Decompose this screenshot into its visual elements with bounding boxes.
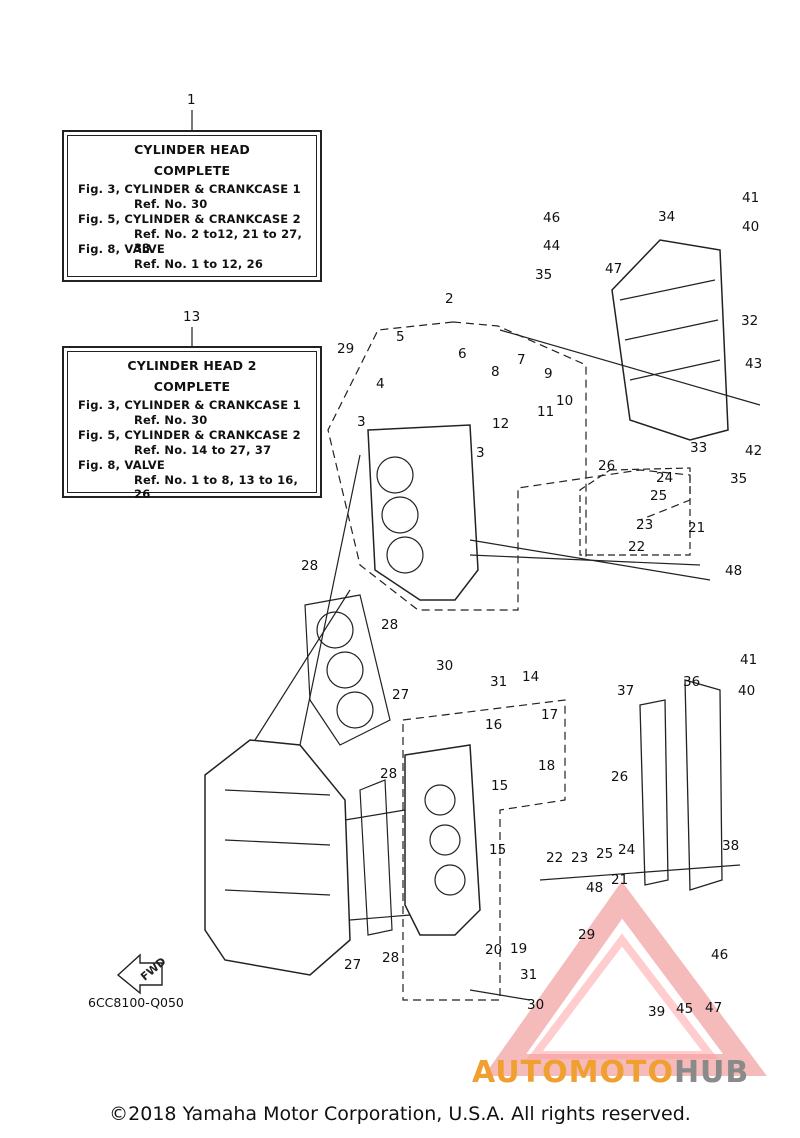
callout-34: 34 bbox=[658, 209, 676, 225]
callout-48b: 48 bbox=[586, 880, 604, 896]
callout-24: 24 bbox=[656, 470, 674, 486]
callout-41b: 41 bbox=[740, 652, 758, 668]
callout-20: 20 bbox=[485, 942, 503, 958]
callout-28b: 28 bbox=[381, 617, 399, 633]
callout-3a: 3 bbox=[357, 414, 366, 430]
callout-27b: 27 bbox=[344, 957, 362, 973]
callout-33: 33 bbox=[690, 440, 708, 456]
box2-line-4: Ref. No. 30 bbox=[134, 413, 208, 427]
callout-5: 5 bbox=[396, 329, 405, 345]
watermark-logo: AUTOMOTOHUB bbox=[472, 1055, 749, 1090]
cylinder-head-info-box: CYLINDER HEAD COMPLETE Fig. 3, CYLINDER … bbox=[62, 130, 322, 282]
callout-47b: 47 bbox=[705, 1000, 723, 1016]
callout-25b: 25 bbox=[596, 846, 614, 862]
callout-21: 21 bbox=[688, 520, 706, 536]
callout-25: 25 bbox=[650, 488, 668, 504]
callout-10: 10 bbox=[556, 393, 574, 409]
callout-7: 7 bbox=[517, 352, 526, 368]
callout-30b: 30 bbox=[527, 997, 545, 1013]
callout-30: 30 bbox=[436, 658, 454, 674]
box1-line-2: COMPLETE bbox=[153, 163, 231, 178]
callout-42: 42 bbox=[745, 443, 763, 459]
callout-box1-ref: 1 bbox=[187, 92, 196, 108]
callout-40: 40 bbox=[742, 219, 760, 235]
callout-35b: 35 bbox=[730, 471, 748, 487]
callout-28a: 28 bbox=[301, 558, 319, 574]
callout-15a: 15 bbox=[491, 778, 509, 794]
callout-37: 37 bbox=[617, 683, 635, 699]
callout-43: 43 bbox=[745, 356, 763, 372]
callout-46b: 46 bbox=[711, 947, 729, 963]
box1-line-8: Ref. No. 1 to 12, 26 bbox=[134, 257, 264, 271]
callout-35a: 35 bbox=[535, 267, 553, 283]
svg-text:FWD: FWD bbox=[138, 955, 168, 983]
box2-line-8: Ref. No. 1 to 8, 13 to 16, 26 bbox=[134, 473, 299, 501]
callout-26: 26 bbox=[598, 458, 616, 474]
callout-28d: 28 bbox=[382, 950, 400, 966]
callout-27: 27 bbox=[392, 687, 410, 703]
callout-28c: 28 bbox=[380, 766, 398, 782]
box2-line-7: Fig. 8, VALVE bbox=[78, 458, 165, 472]
box1-line-7: Fig. 8, VALVE bbox=[78, 242, 165, 256]
box1-line-1: CYLINDER HEAD bbox=[134, 142, 250, 157]
box2-line-2: COMPLETE bbox=[153, 379, 231, 394]
callout-48: 48 bbox=[725, 563, 743, 579]
callout-box2-ref: 13 bbox=[183, 309, 201, 325]
callout-23b: 23 bbox=[571, 850, 589, 866]
box1-line-5: Fig. 5, CYLINDER & CRANKCASE 2 bbox=[78, 212, 301, 226]
callout-32: 32 bbox=[741, 313, 759, 329]
callout-36: 36 bbox=[683, 674, 701, 690]
callout-6: 6 bbox=[458, 346, 467, 362]
cylinder-head-2-info-box: CYLINDER HEAD 2 COMPLETE Fig. 3, CYLINDE… bbox=[62, 346, 322, 501]
drawing-code: 6CC8100-Q050 bbox=[88, 995, 184, 1010]
callout-9: 9 bbox=[544, 366, 553, 382]
callout-22: 22 bbox=[628, 539, 646, 555]
callout-18: 18 bbox=[538, 758, 556, 774]
callout-12: 12 bbox=[492, 416, 510, 432]
callout-41: 41 bbox=[742, 190, 760, 206]
fwd-label: FWD bbox=[138, 955, 168, 983]
callout-23: 23 bbox=[636, 517, 654, 533]
callout-39: 39 bbox=[648, 1004, 666, 1020]
callout-21b: 21 bbox=[611, 872, 629, 888]
callout-17: 17 bbox=[541, 707, 559, 723]
callout-26b: 26 bbox=[611, 769, 629, 785]
box2-line-5: Fig. 5, CYLINDER & CRANKCASE 2 bbox=[78, 428, 301, 442]
callout-31: 31 bbox=[490, 674, 508, 690]
callout-11: 11 bbox=[537, 404, 555, 420]
callout-24b: 24 bbox=[618, 842, 636, 858]
callout-22b: 22 bbox=[546, 850, 564, 866]
callout-45: 45 bbox=[676, 1001, 694, 1017]
callout-29: 29 bbox=[337, 341, 355, 357]
box1-line-3: Fig. 3, CYLINDER & CRANKCASE 1 bbox=[78, 182, 301, 196]
box2-line-1: CYLINDER HEAD 2 bbox=[127, 358, 257, 373]
box2-line-3: Fig. 3, CYLINDER & CRANKCASE 1 bbox=[78, 398, 301, 412]
callout-19: 19 bbox=[510, 941, 528, 957]
callout-2: 2 bbox=[445, 291, 454, 307]
box2-line-6: Ref. No. 14 to 27, 37 bbox=[134, 443, 272, 457]
callout-44: 44 bbox=[543, 238, 561, 254]
callout-16: 16 bbox=[485, 717, 503, 733]
callout-3b: 3 bbox=[476, 445, 485, 461]
callout-4: 4 bbox=[376, 376, 385, 392]
callout-29b: 29 bbox=[578, 927, 596, 943]
callout-40b: 40 bbox=[738, 683, 756, 699]
callout-31b: 31 bbox=[520, 967, 538, 983]
callout-15b: 15 bbox=[489, 842, 507, 858]
watermark-part2: HUB bbox=[673, 1055, 750, 1090]
callout-47: 47 bbox=[605, 261, 623, 277]
box1-line-6: Ref. No. 2 to12, 21 to 27, 33 bbox=[134, 227, 303, 255]
watermark-part1: AUTOMOTO bbox=[472, 1055, 674, 1090]
copyright-notice: ©2018 Yamaha Motor Corporation, U.S.A. A… bbox=[109, 1103, 691, 1125]
callout-38: 38 bbox=[722, 838, 740, 854]
callout-46: 46 bbox=[543, 210, 561, 226]
callout-8: 8 bbox=[491, 364, 500, 380]
box1-line-4: Ref. No. 30 bbox=[134, 197, 208, 211]
callout-14: 14 bbox=[522, 669, 540, 685]
